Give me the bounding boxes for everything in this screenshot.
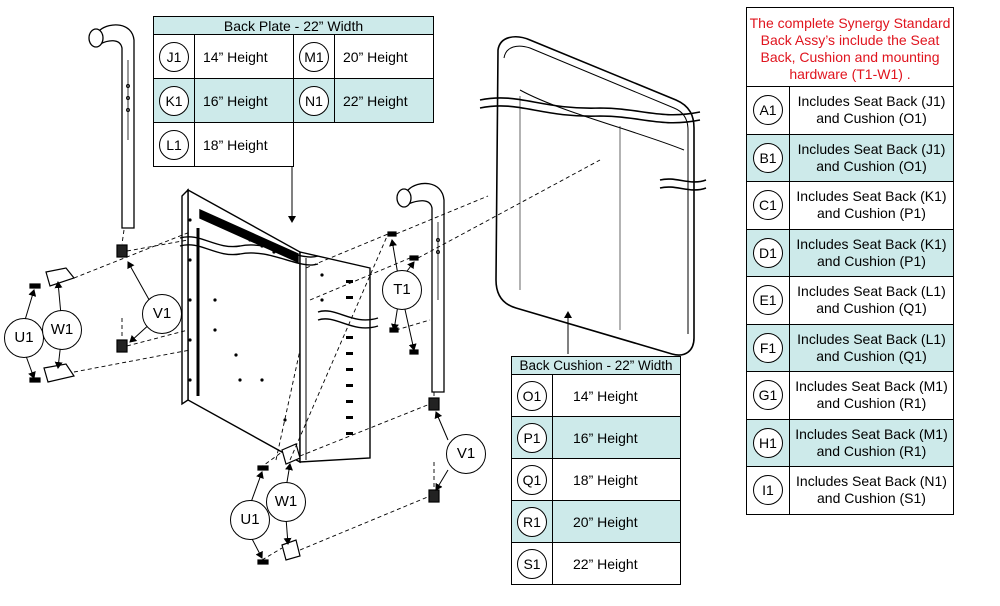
callout-v1-left: V1	[142, 294, 182, 334]
assembly-line1: Includes Seat Back (J1)	[797, 140, 946, 157]
code-r1: R1	[517, 506, 547, 537]
assembly-code: A1	[753, 95, 783, 126]
assembly-line2: and Cushion (S1)	[817, 490, 926, 507]
assembly-line2: and Cushion (P1)	[817, 205, 926, 222]
assembly-line2: and Cushion (O1)	[816, 157, 927, 174]
back-plate-title: Back Plate - 22” Width	[153, 16, 434, 35]
assembly-code: E1	[753, 285, 783, 316]
code-o1: O1	[517, 380, 547, 411]
assembly-code: G1	[753, 380, 783, 411]
assembly-line1: Includes Seat Back (N1)	[796, 473, 947, 490]
back-plate-label: 18” Height	[194, 122, 294, 167]
code-k1: K1	[159, 85, 189, 116]
assembly-line1: Includes Seat Back (L1)	[797, 283, 946, 300]
assembly-line1: Includes Seat Back (L1)	[797, 330, 946, 347]
assembly-line2: and Cushion (O1)	[816, 110, 927, 127]
assembly-row: G1 Includes Seat Back (M1)and Cushion (R1…	[746, 371, 954, 420]
callout-u1-bottom: U1	[230, 500, 270, 540]
assembly-row: D1 Includes Seat Back (K1)and Cushion (P1…	[746, 228, 954, 277]
assembly-row: I1 Includes Seat Back (N1)and Cushion (S1…	[746, 466, 954, 515]
assembly-row: F1 Includes Seat Back (L1)and Cushion (Q1…	[746, 323, 954, 372]
code-n1: N1	[299, 85, 329, 116]
code-s1: S1	[517, 548, 547, 579]
assembly-code: C1	[753, 190, 783, 221]
assembly-row: A1 Includes Seat Back (J1)and Cushion (O1…	[746, 86, 954, 135]
alignment-lines	[73, 159, 601, 561]
code-p1: P1	[517, 422, 547, 453]
callout-t1: T1	[382, 270, 422, 310]
back-plate	[179, 188, 379, 464]
assembly-line2: and Cushion (R1)	[816, 395, 927, 412]
back-plate-table: Back Plate - 22” Width J1 14” Height M1 …	[153, 16, 434, 167]
code-j1: J1	[159, 41, 189, 72]
assembly-line2: and Cushion (Q1)	[816, 347, 927, 364]
assembly-note: The complete Synergy Standard Back Assy’…	[746, 7, 954, 91]
assembly-row: C1 Includes Seat Back (K1)and Cushion (P1…	[746, 181, 954, 230]
assembly-row: H1 Includes Seat Back (M1)and Cushion (R1…	[746, 418, 954, 467]
code-l1: L1	[159, 129, 189, 160]
callout-u1-left: U1	[4, 318, 44, 358]
assembly-code: B1	[753, 142, 783, 173]
assembly-code: H1	[753, 427, 783, 458]
back-plate-label: 22” Height	[334, 78, 434, 123]
callout-w1-left: W1	[42, 310, 82, 350]
assembly-row: E1 Includes Seat Back (L1)and Cushion (Q1…	[746, 276, 954, 325]
cushion-label: 14” Height	[552, 374, 681, 417]
cushion-label: 20” Height	[552, 500, 681, 543]
assembly-line2: and Cushion (R1)	[816, 442, 927, 459]
assembly-line1: Includes Seat Back (K1)	[796, 188, 947, 205]
cushion-label: 22” Height	[552, 542, 681, 585]
back-plate-label: 16” Height	[194, 78, 294, 123]
assembly-line2: and Cushion (Q1)	[816, 300, 927, 317]
assembly-table: The complete Synergy Standard Back Assy’…	[746, 7, 954, 91]
right-back-cane	[396, 182, 445, 393]
back-cushion-title: Back Cushion - 22” Width	[511, 356, 681, 375]
cushion-label: 16” Height	[552, 416, 681, 459]
callout-v1-right: V1	[446, 434, 486, 474]
assembly-line1: Includes Seat Back (M1)	[795, 378, 948, 395]
callout-w1-bottom: W1	[266, 482, 306, 522]
assembly-code: D1	[753, 237, 783, 268]
back-cushion-table: Back Cushion - 22” Width O1 14” Height P…	[511, 356, 681, 585]
code-q1: Q1	[517, 464, 547, 495]
back-cushion	[479, 36, 707, 356]
assembly-line2: and Cushion (P1)	[817, 252, 926, 269]
cushion-label: 18” Height	[552, 458, 681, 501]
assembly-line1: Includes Seat Back (M1)	[795, 425, 948, 442]
left-back-cane	[88, 24, 135, 229]
assembly-row: B1 Includes Seat Back (J1)and Cushion (O1…	[746, 133, 954, 182]
back-plate-label: 14” Height	[194, 34, 294, 79]
assembly-code: I1	[753, 475, 783, 506]
back-plate-label: 20” Height	[334, 34, 434, 79]
assembly-line1: Includes Seat Back (J1)	[797, 93, 946, 110]
code-m1: M1	[299, 41, 329, 72]
assembly-line1: Includes Seat Back (K1)	[796, 235, 947, 252]
assembly-code: F1	[753, 332, 783, 363]
